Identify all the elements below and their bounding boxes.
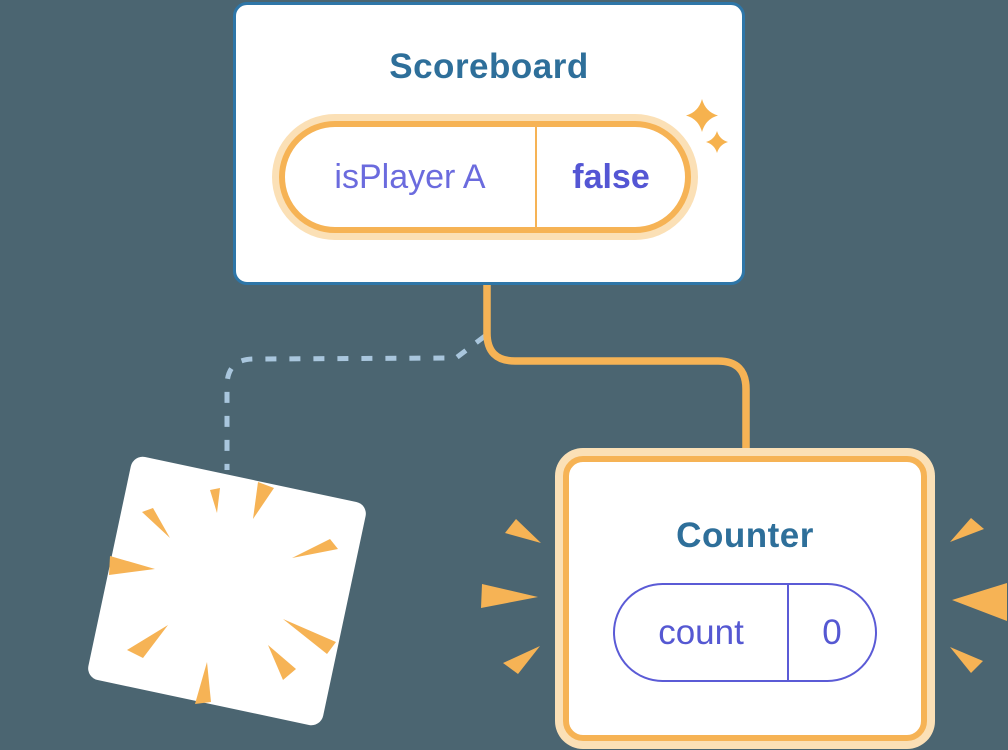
scoreboard-card: Scoreboard isPlayer A false [233, 2, 745, 285]
counter-card: Counter count 0 [563, 456, 927, 741]
pill-divider [787, 585, 789, 680]
counter-state-pill: count 0 [613, 583, 877, 682]
scoreboard-title: Scoreboard [389, 47, 589, 86]
solid-connector-line [483, 280, 750, 458]
destroyed-component-card [85, 454, 369, 728]
counter-state-label: count [658, 612, 744, 652]
scoreboard-state-pill: isPlayer A false [279, 121, 691, 233]
state-value: false [572, 157, 650, 196]
counter-state-value: 0 [822, 612, 842, 652]
dashed-connector-line [224, 334, 487, 470]
state-label: isPlayer A [334, 157, 486, 196]
counter-title: Counter [676, 516, 814, 555]
pill-divider [535, 127, 537, 227]
